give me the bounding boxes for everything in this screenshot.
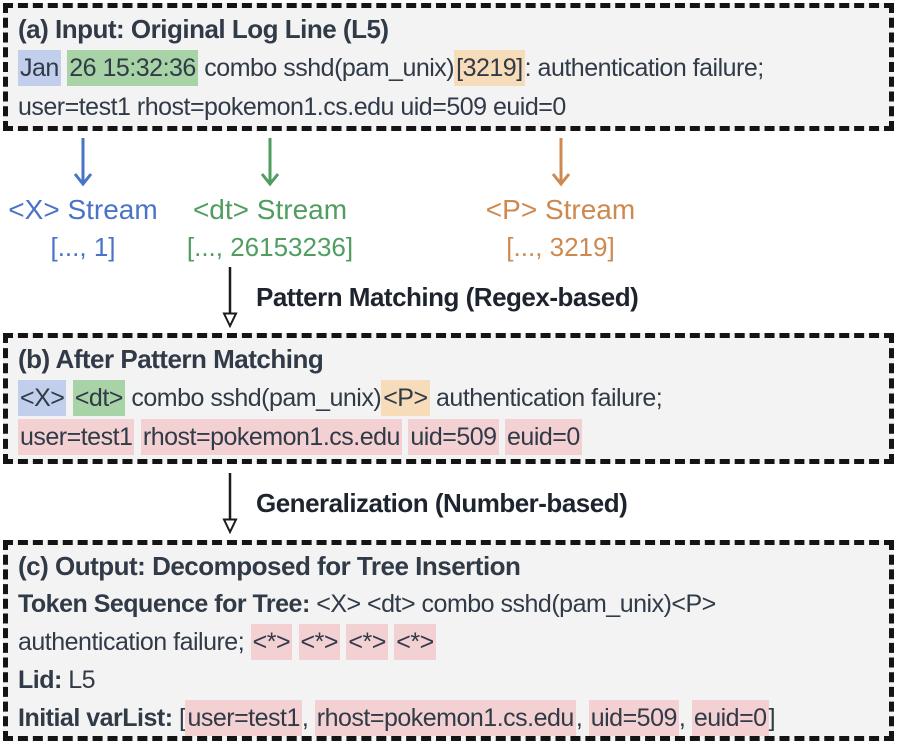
dt-stream-value: [..., 26153236] — [186, 232, 354, 262]
highlighted-token: euid=0 — [691, 700, 769, 736]
p-stream-column: <P> Stream [..., 3219] — [458, 136, 663, 264]
highlighted-token: <*> — [394, 624, 436, 660]
x-stream-value: [..., 1] — [50, 232, 116, 262]
text-run: , — [575, 704, 589, 732]
text-run: : authentication failure; — [524, 54, 765, 82]
text-run: combo sshd(pam_unix) — [197, 54, 455, 82]
panel-c-title: (c) Output: Decomposed for Tree Insertio… — [18, 551, 521, 581]
text-run — [134, 423, 140, 451]
text-run: L5 — [68, 666, 96, 694]
text-run: Lid: — [18, 666, 69, 694]
matched-log-line-1: <X> <dt> combo sshd(pam_unix)<P> authent… — [18, 379, 879, 418]
panel-c-output-decomposed: (c) Output: Decomposed for Tree Insertio… — [3, 540, 894, 741]
highlighted-token: [3219] — [454, 50, 525, 86]
original-log-line-2: user=test1 rhost=pokemon1.cs.edu uid=509… — [18, 88, 879, 127]
x-stream-label: <X> Stream — [8, 194, 158, 225]
x-stream-down-arrow-icon — [73, 138, 93, 187]
step-generalization: Generalization (Number-based) — [218, 472, 628, 534]
text-run: authentication failure; — [18, 628, 251, 656]
text-run: ] — [768, 704, 776, 732]
p-stream-value: [..., 3219] — [506, 232, 615, 262]
highlighted-token: <*> — [346, 624, 388, 660]
text-run: combo sshd(pam_unix) — [124, 384, 382, 412]
dt-stream-column: <dt> Stream [..., 26153236] — [170, 136, 370, 264]
step-pattern-matching: Pattern Matching (Regex-based) — [218, 266, 639, 328]
panel-a-title: (a) Input: Original Log Line (L5) — [18, 14, 389, 44]
highlighted-token: user=test1 — [185, 700, 302, 736]
text-run: Initial varList: — [18, 704, 179, 732]
highlighted-token: <P> — [381, 380, 430, 416]
text-run: , — [678, 704, 692, 732]
text-run: user=test1 rhost=pokemon1.cs.edu uid=509… — [18, 93, 566, 121]
flow-down-arrow-icon — [222, 473, 238, 534]
x-stream-column: <X> Stream [..., 1] — [8, 136, 158, 264]
highlighted-token: uid=509 — [588, 700, 679, 736]
text-run — [292, 628, 298, 656]
panel-b-title: (b) After Pattern Matching — [18, 344, 324, 374]
text-run: authentication failure; — [429, 384, 663, 412]
token-sequence-wildcards-line: authentication failure; <*> <*> <*> <*> — [18, 623, 879, 661]
highlighted-token: euid=0 — [505, 419, 582, 455]
step-pattern-matching-label: Pattern Matching (Regex-based) — [256, 281, 639, 312]
highlighted-token: <*> — [298, 624, 340, 660]
p-stream-down-arrow-icon — [551, 138, 570, 187]
text-run — [66, 384, 72, 412]
text-run: [ — [178, 704, 186, 732]
p-stream-label: <P> Stream — [485, 194, 636, 225]
token-sequence-line: Token Sequence for Tree: <X> <dt> combo … — [18, 585, 879, 623]
highlighted-token: 26 15:32:36 — [67, 50, 198, 86]
highlighted-token: <*> — [250, 624, 293, 660]
initial-varlist-line: Initial varList: [user=test1, rhost=poke… — [18, 699, 879, 737]
highlighted-token: rhost=pokemon1.cs.edu — [314, 700, 576, 736]
flow-down-arrow-icon — [222, 267, 238, 328]
lid-line: Lid: L5 — [18, 661, 879, 699]
text-run: , — [301, 704, 315, 732]
dt-stream-label: <dt> Stream — [192, 194, 348, 225]
panel-b-after-pattern-matching: (b) After Pattern Matching <X> <dt> comb… — [3, 333, 894, 464]
highlighted-token: <X> — [18, 380, 67, 416]
text-run: Token Sequence for Tree: — [18, 590, 317, 618]
highlighted-token: user=test1 — [18, 419, 135, 455]
step-generalization-label: Generalization (Number-based) — [256, 487, 628, 518]
panel-a-input-log-line: (a) Input: Original Log Line (L5) Jan 26… — [3, 3, 894, 131]
original-log-line-1: Jan 26 15:32:36 combo sshd(pam_unix)[321… — [18, 49, 879, 88]
matched-log-line-2: user=test1 rhost=pokemon1.cs.edu uid=509… — [18, 418, 879, 457]
highlighted-token: <dt> — [72, 380, 125, 416]
highlighted-token: Jan — [18, 50, 61, 86]
text-run: <X> <dt> combo sshd(pam_unix)<P> — [316, 590, 716, 618]
highlighted-token: rhost=pokemon1.cs.edu — [140, 419, 402, 455]
highlighted-token: uid=509 — [408, 419, 499, 455]
dt-stream-down-arrow-icon — [260, 138, 280, 187]
